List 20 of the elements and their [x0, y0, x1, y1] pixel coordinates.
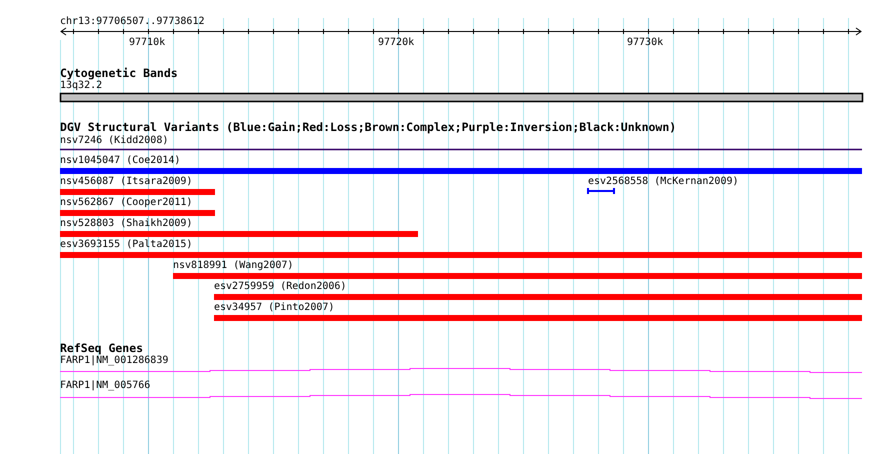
- track-title: Cytogenetic Bands: [60, 67, 178, 79]
- track-title: RefSeq Genes: [60, 342, 144, 354]
- position-label: 97710k: [129, 37, 166, 49]
- variant-label: esv34957 (Pinto2007): [214, 302, 334, 314]
- variant-label: nsv528803 (Shaikh2009): [60, 218, 192, 230]
- locus-label: chr13:97706507..97738612: [60, 16, 204, 28]
- position-label: 97730k: [627, 37, 664, 49]
- band-label: 13q32.2: [60, 80, 102, 92]
- variant-label: esv2759959 (Redon2006): [214, 281, 346, 293]
- variant-label: nsv562867 (Cooper2011): [60, 197, 192, 209]
- track-title: DGV Structural Variants (Blue:Gain;Red:Loss;Brown:Complex;Purple:Inversion;Black:Unknown): [60, 121, 676, 133]
- position-label: 97720k: [378, 37, 414, 49]
- variant-label: esv3693155 (Palta2015): [60, 239, 192, 251]
- gene-label: FARP1|NM_005766: [60, 380, 150, 392]
- gene-label: FARP1|NM_001286839: [60, 355, 168, 367]
- variant-label: nsv818991 (Wang2007): [173, 260, 294, 272]
- variant-label: nsv1045047 (Coe2014): [60, 155, 180, 167]
- variant-label: nsv7246 (Kidd2008): [60, 135, 168, 147]
- variant-label: esv2568558 (McKernan2009): [588, 176, 739, 188]
- variant-label: nsv456087 (Itsara2009): [60, 176, 192, 188]
